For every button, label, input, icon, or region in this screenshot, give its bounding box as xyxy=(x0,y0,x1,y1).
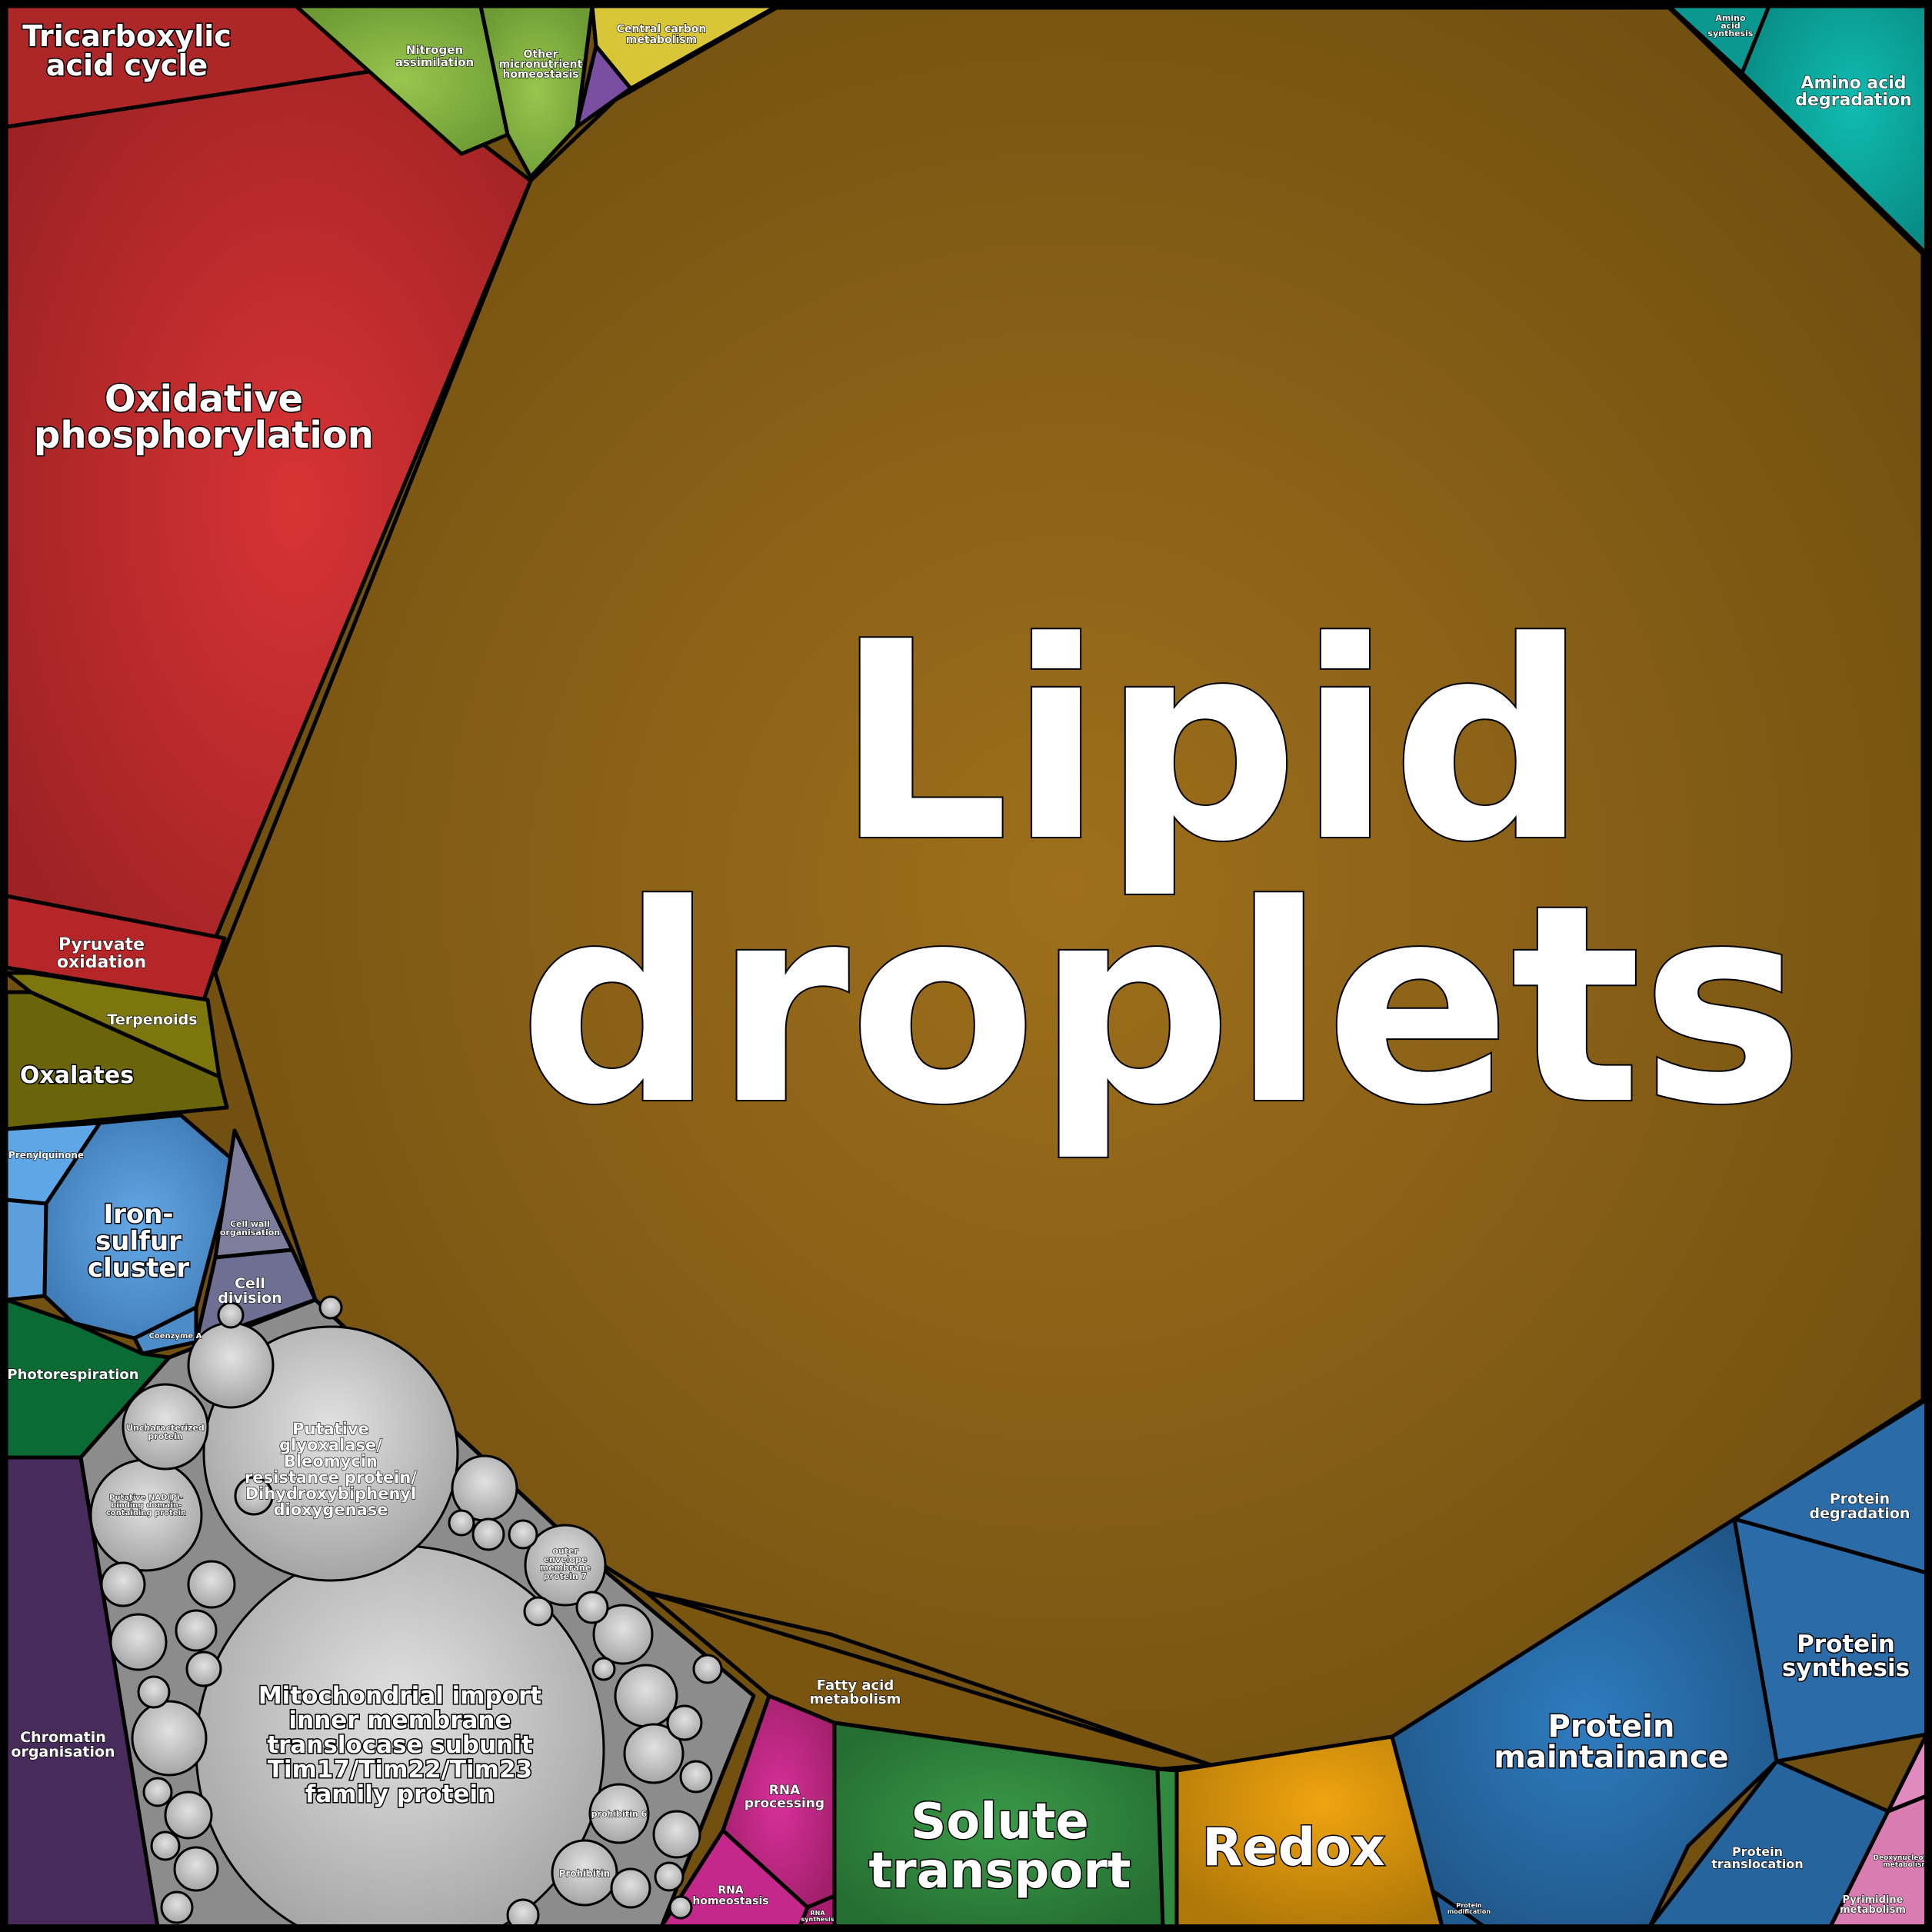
label-oxalates: Oxalates xyxy=(20,1062,134,1089)
bubble-b1[interactable] xyxy=(592,1604,654,1665)
bubble-b26[interactable] xyxy=(692,1654,723,1684)
bubble-b21[interactable] xyxy=(523,1596,554,1627)
label-terpenoids: Terpenoids xyxy=(107,1011,197,1028)
bubble-b11[interactable] xyxy=(137,1675,171,1709)
bubble-b10[interactable] xyxy=(185,1651,222,1687)
bubble-b3[interactable] xyxy=(623,1723,685,1784)
bubble-b4[interactable] xyxy=(652,1810,701,1859)
bubble-b13[interactable] xyxy=(173,1846,219,1892)
label-photorespiration: Photorespiration xyxy=(7,1367,138,1383)
bubble-b25[interactable] xyxy=(610,1867,651,1909)
bubble-b27[interactable] xyxy=(654,1861,685,1892)
bubble-b20[interactable] xyxy=(508,1519,538,1550)
bubble-b30[interactable] xyxy=(217,1301,245,1329)
bubble-b12[interactable] xyxy=(164,1790,213,1840)
bubble-b23[interactable] xyxy=(666,1704,703,1741)
bubble-b28[interactable] xyxy=(668,1895,693,1920)
bubble-b5[interactable] xyxy=(131,1700,208,1777)
label-prohibitin: Prohibitin xyxy=(559,1868,611,1879)
bubble-b32[interactable] xyxy=(591,1657,616,1681)
label-redox: Redox xyxy=(1202,1817,1385,1878)
bubble-b7[interactable] xyxy=(175,1609,218,1652)
cell-small-blue-left[interactable] xyxy=(4,1198,48,1302)
cell-solute-sliver[interactable] xyxy=(1155,1767,1179,1929)
label-nadp: Putative NAD(P)-binding domain-containin… xyxy=(106,1494,186,1517)
bubble-prohibitin6[interactable] xyxy=(588,1783,650,1844)
bubble-b15[interactable] xyxy=(150,1830,181,1861)
bubble-b14[interactable] xyxy=(142,1777,173,1807)
bubble-uncharacterized[interactable] xyxy=(122,1383,209,1471)
cell-small-purple[interactable] xyxy=(575,44,633,129)
protein-bubbles xyxy=(89,1295,723,1932)
bubble-b22[interactable] xyxy=(575,1591,609,1624)
label-lipid-line2: droplets xyxy=(519,846,1804,1164)
bubble-glyoxalase[interactable] xyxy=(202,1325,459,1582)
label-coenzyme-a: Coenzyme A xyxy=(149,1332,202,1341)
label-lipid-line1: Lipid xyxy=(835,583,1587,901)
label-prenylquinone: Prenylquinone xyxy=(8,1150,84,1161)
bubble-b18[interactable] xyxy=(471,1517,505,1551)
bubble-b19[interactable] xyxy=(448,1509,475,1537)
bubble-b31[interactable] xyxy=(318,1295,343,1320)
bubble-outer-envelope[interactable] xyxy=(524,1524,607,1607)
bubble-b17[interactable] xyxy=(234,1476,274,1516)
bubble-prohibitin[interactable] xyxy=(551,1839,618,1907)
bubble-b8[interactable] xyxy=(187,1560,236,1609)
bubble-b24[interactable] xyxy=(679,1760,713,1794)
bubble-b6[interactable] xyxy=(109,1613,168,1671)
bubble-b9[interactable] xyxy=(100,1561,146,1607)
bubble-b16[interactable] xyxy=(160,1890,194,1924)
label-prohibitin6: prohibitin 6 xyxy=(591,1809,648,1819)
